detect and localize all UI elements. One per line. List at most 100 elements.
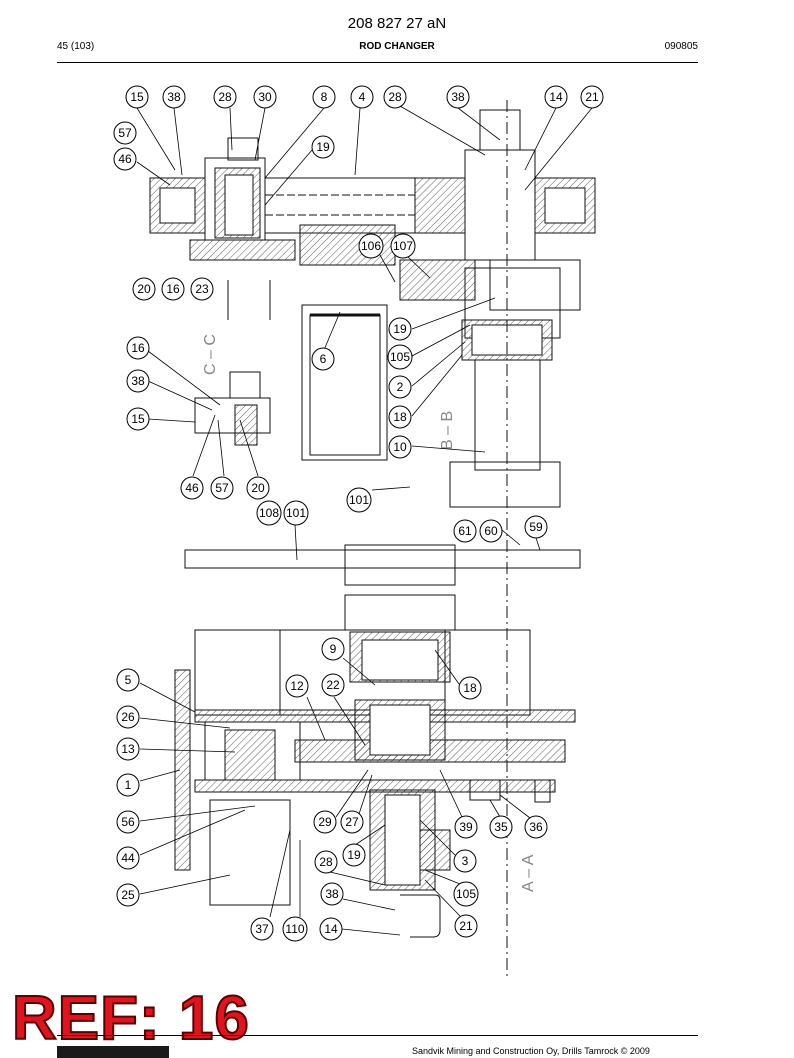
svg-text:3: 3 xyxy=(462,854,469,868)
callout-105: 105 xyxy=(387,344,413,370)
svg-text:23: 23 xyxy=(195,282,209,296)
svg-text:61: 61 xyxy=(458,524,472,538)
svg-text:105: 105 xyxy=(390,350,410,364)
svg-text:106: 106 xyxy=(361,239,381,253)
svg-text:36: 36 xyxy=(529,820,543,834)
callout-19: 19 xyxy=(388,317,412,341)
svg-text:37: 37 xyxy=(255,922,269,936)
svg-text:6: 6 xyxy=(320,352,327,366)
svg-text:30: 30 xyxy=(258,90,272,104)
svg-text:19: 19 xyxy=(393,322,407,336)
date-code: 090805 xyxy=(664,41,698,52)
callout-group: 15 38 28 30 8 4 28 38 14 21 57 46 19 106… xyxy=(113,85,604,942)
callout-29: 29 xyxy=(313,810,337,834)
svg-text:21: 21 xyxy=(459,919,473,933)
callout-19: 19 xyxy=(342,843,366,867)
svg-text:4: 4 xyxy=(359,90,366,104)
svg-text:110: 110 xyxy=(285,922,304,936)
drawing-lines xyxy=(149,100,596,980)
svg-text:38: 38 xyxy=(131,374,145,388)
callout-59: 59 xyxy=(524,515,548,539)
svg-text:107: 107 xyxy=(393,239,413,253)
header-rule xyxy=(57,62,698,63)
svg-text:29: 29 xyxy=(318,815,332,829)
callout-36: 36 xyxy=(524,815,548,839)
callout-4: 4 xyxy=(350,85,374,109)
callout-107: 107 xyxy=(390,233,416,259)
callout-57: 57 xyxy=(113,121,137,145)
callout-28: 28 xyxy=(383,85,407,109)
callout-56: 56 xyxy=(116,810,140,834)
callout-38: 38 xyxy=(320,882,344,906)
callout-14: 14 xyxy=(319,917,343,941)
svg-text:13: 13 xyxy=(121,742,135,756)
svg-text:12: 12 xyxy=(290,679,304,693)
callout-2: 2 xyxy=(388,375,412,399)
callout-46: 46 xyxy=(113,147,137,171)
callout-101: 101 xyxy=(346,487,372,513)
callout-21: 21 xyxy=(580,85,604,109)
svg-text:16: 16 xyxy=(166,282,180,296)
section-label-cc: C – C xyxy=(202,334,219,375)
callout-16: 16 xyxy=(126,336,150,360)
callout-60: 60 xyxy=(479,519,503,543)
svg-text:108: 108 xyxy=(259,506,279,520)
callout-39: 39 xyxy=(454,815,478,839)
callout-110: 110 xyxy=(282,916,308,942)
callout-15: 15 xyxy=(126,407,150,431)
callout-20: 20 xyxy=(132,277,156,301)
svg-text:38: 38 xyxy=(451,90,465,104)
document-number: 208 827 27 aN xyxy=(347,15,447,32)
section-label-aa: A – A xyxy=(520,854,537,892)
callout-22: 22 xyxy=(321,673,345,697)
callout-28: 28 xyxy=(314,850,338,874)
callout-101: 101 xyxy=(283,500,309,526)
svg-text:56: 56 xyxy=(121,815,135,829)
callout-13: 13 xyxy=(116,737,140,761)
callout-10: 10 xyxy=(388,435,412,459)
callout-15: 15 xyxy=(125,85,149,109)
svg-text:105: 105 xyxy=(456,887,476,901)
callout-30: 30 xyxy=(253,85,277,109)
svg-text:27: 27 xyxy=(345,815,359,829)
svg-text:15: 15 xyxy=(130,90,144,104)
page-number: 45 (103) xyxy=(57,41,95,52)
svg-text:1: 1 xyxy=(125,778,132,792)
callout-25: 25 xyxy=(116,883,140,907)
svg-text:28: 28 xyxy=(319,855,333,869)
callout-8: 8 xyxy=(312,85,336,109)
svg-text:14: 14 xyxy=(324,922,338,936)
company-logo xyxy=(57,1046,169,1058)
svg-text:39: 39 xyxy=(459,820,473,834)
callout-6: 6 xyxy=(311,347,335,371)
footer-rule xyxy=(57,1035,698,1036)
svg-text:10: 10 xyxy=(393,440,407,454)
callout-106: 106 xyxy=(358,233,384,259)
svg-text:15: 15 xyxy=(131,412,145,426)
callout-12: 12 xyxy=(285,674,309,698)
callout-37: 37 xyxy=(250,917,274,941)
callout-1: 1 xyxy=(116,773,140,797)
svg-text:5: 5 xyxy=(125,673,132,687)
svg-text:38: 38 xyxy=(167,90,181,104)
callout-9: 9 xyxy=(321,637,345,661)
svg-text:35: 35 xyxy=(494,820,508,834)
callout-5: 5 xyxy=(116,668,140,692)
callout-46: 46 xyxy=(180,476,204,500)
section-label-bb: B – B xyxy=(439,411,456,450)
footer-copyright: Sandvik Mining and Construction Oy, Dril… xyxy=(412,1046,650,1056)
callout-14: 14 xyxy=(544,85,568,109)
callout-16: 16 xyxy=(161,277,185,301)
svg-text:59: 59 xyxy=(529,520,543,534)
svg-text:8: 8 xyxy=(321,90,328,104)
svg-text:26: 26 xyxy=(121,710,135,724)
svg-text:9: 9 xyxy=(330,642,337,656)
ref-stamp: REF: 16 xyxy=(11,983,250,1054)
svg-text:19: 19 xyxy=(347,848,361,862)
svg-text:20: 20 xyxy=(137,282,151,296)
callout-18: 18 xyxy=(388,405,412,429)
callout-21: 21 xyxy=(454,914,478,938)
callout-3: 3 xyxy=(453,849,477,873)
callout-57: 57 xyxy=(210,476,234,500)
